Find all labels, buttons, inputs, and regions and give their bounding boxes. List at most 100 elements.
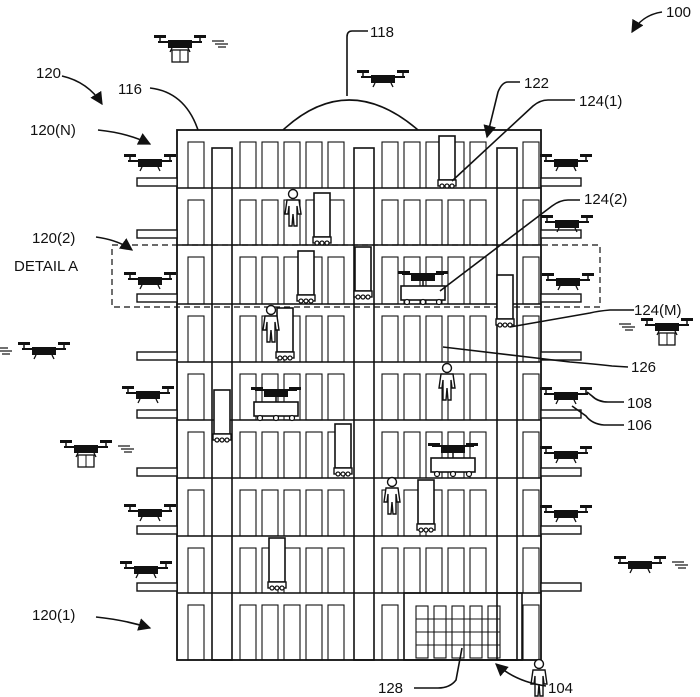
label-level-n: 120(N) [30, 122, 76, 139]
window [447, 431, 465, 479]
window [187, 315, 205, 363]
right-platform [540, 582, 582, 592]
label-level-1: 120(1) [32, 607, 75, 624]
detail-a-box [111, 244, 601, 308]
window [239, 604, 257, 661]
window [381, 199, 399, 246]
right-platform [540, 351, 582, 361]
drone [123, 503, 177, 522]
window [187, 604, 205, 661]
window [327, 373, 345, 421]
left-platform [136, 409, 178, 419]
window [261, 199, 279, 246]
window [381, 604, 399, 661]
label-storage: 128 [378, 680, 403, 697]
window [239, 373, 257, 421]
window [187, 431, 205, 479]
window [239, 315, 257, 363]
window [469, 315, 487, 363]
window [305, 373, 323, 421]
label-person: 126 [631, 359, 656, 376]
label-vehicle-2: 124(2) [584, 191, 627, 208]
right-platform [540, 293, 582, 303]
left-platform [136, 177, 178, 187]
reference-labels: 100 118 120 116 122 124(1) 120(N) 124(2)… [14, 4, 691, 697]
drone [123, 271, 177, 290]
window [305, 315, 323, 363]
window [239, 256, 257, 305]
window [403, 373, 421, 421]
rooftop-dome [282, 99, 419, 131]
label-zone: 120 [36, 65, 61, 82]
window [261, 141, 279, 189]
window [403, 315, 421, 363]
window [403, 431, 421, 479]
window [522, 431, 540, 479]
window [469, 373, 487, 421]
window [327, 315, 345, 363]
window [522, 315, 540, 363]
window [187, 489, 205, 537]
label-uav: 108 [627, 395, 652, 412]
window [305, 547, 323, 594]
label-level-2: 120(2) [32, 230, 75, 247]
left-platform [136, 351, 178, 361]
side-platforms [136, 177, 582, 592]
drone [539, 504, 593, 523]
window [327, 489, 345, 537]
leader-lines [61, 11, 663, 689]
window [469, 431, 487, 479]
window [283, 604, 301, 661]
window [425, 431, 443, 479]
window [381, 256, 399, 305]
window [239, 141, 257, 189]
drone [541, 272, 595, 291]
drone [618, 317, 694, 346]
window [522, 489, 540, 537]
window [261, 431, 279, 479]
window [447, 315, 465, 363]
window [305, 604, 323, 661]
building [176, 99, 542, 661]
window [381, 315, 399, 363]
drone [356, 69, 410, 88]
right-platform [540, 177, 582, 187]
window [447, 489, 465, 537]
left-platform [136, 582, 178, 592]
window [381, 373, 399, 421]
window [522, 256, 540, 305]
window [522, 141, 540, 189]
label-dome: 118 [370, 24, 394, 41]
storage-racks [403, 592, 523, 661]
window [469, 256, 487, 305]
drone [539, 445, 593, 464]
window [425, 315, 443, 363]
window [447, 256, 465, 305]
left-platform [136, 229, 178, 239]
left-platform [136, 293, 178, 303]
drone [613, 555, 689, 574]
right-platform [540, 229, 582, 239]
label-platform: 106 [627, 417, 652, 434]
window [187, 141, 205, 189]
window [283, 141, 301, 189]
window [305, 489, 323, 537]
right-platform [540, 525, 582, 535]
window [305, 141, 323, 189]
window [187, 373, 205, 421]
right-platform [540, 409, 582, 419]
window [327, 256, 345, 305]
drone [153, 34, 229, 63]
window [327, 547, 345, 594]
window [239, 431, 257, 479]
drone [123, 153, 177, 172]
window [522, 199, 540, 246]
window [403, 141, 421, 189]
window [187, 256, 205, 305]
window [261, 489, 279, 537]
label-detail: DETAIL A [14, 258, 78, 275]
window [522, 373, 540, 421]
label-building: 116 [118, 81, 142, 98]
window [327, 604, 345, 661]
